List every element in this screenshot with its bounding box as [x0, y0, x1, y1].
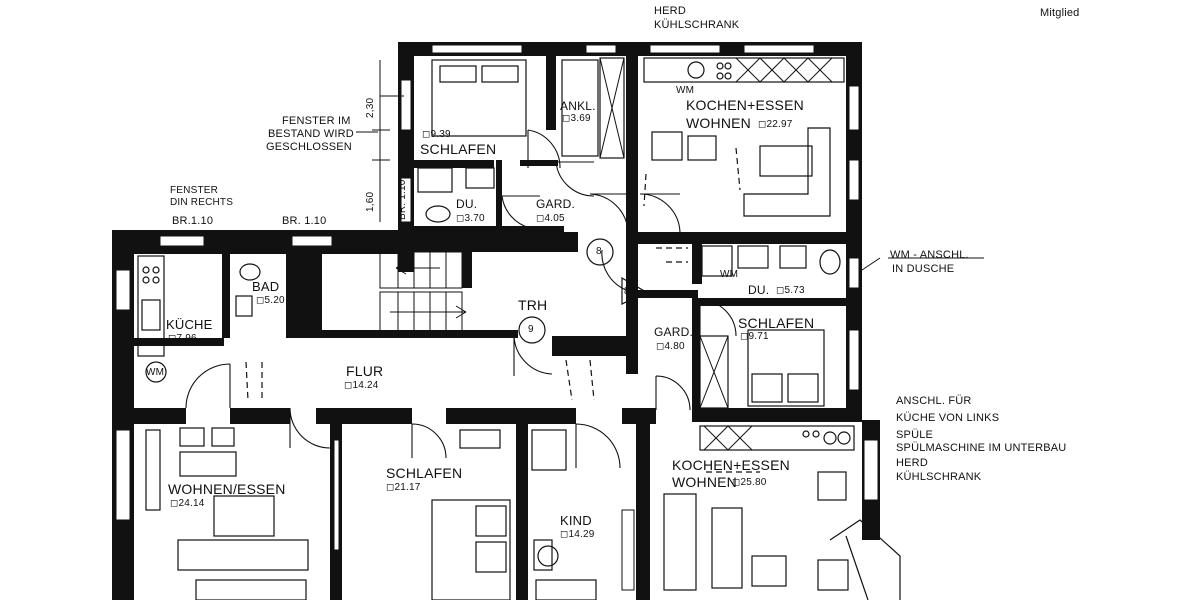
annotation-fenster-din-1: FENSTER	[170, 185, 219, 196]
room-gard-right-name: GARD.	[654, 325, 694, 339]
room-wm-right: WM	[720, 269, 739, 280]
room-kochen-bottom-area: ◻25.80	[732, 477, 767, 488]
annotation-wm-anschl-1: WM - ANSCHL.	[890, 249, 969, 261]
annotation-anschl-6: KÜHLSCHRANK	[896, 471, 982, 483]
room-kind-area: ◻14.29	[560, 529, 595, 540]
room-du-right-area: ◻5.73	[776, 285, 805, 296]
room-kind-name: KIND	[560, 513, 592, 528]
annotation-anschl-1: ANSCHL. FÜR	[896, 395, 972, 407]
annotation-anschl-4: SPÜLMASCHINE IM UNTERBAU	[896, 442, 1067, 454]
room-schlafen-bottom-name: SCHLAFEN	[386, 465, 463, 481]
room-kochen-bottom-line1: KOCHEN+ESSEN	[672, 457, 790, 473]
room-schlafen-right-name: SCHLAFEN	[738, 315, 815, 331]
annotation-anschl-2: KÜCHE VON LINKS	[896, 412, 1000, 424]
room-ankl-area: ◻3.69	[562, 113, 591, 124]
annotation-br-b: BR. 1.10	[282, 215, 327, 227]
room-bad-area: ◻5.20	[256, 295, 285, 306]
room-kueche-name: KÜCHE	[166, 317, 213, 332]
room-gard-top-name: GARD.	[536, 197, 576, 211]
room-schlafen-top-area: ◻9.39	[422, 129, 451, 140]
room-trh-marker-b: 9	[528, 324, 534, 335]
room-schlafen-bottom-area: ◻21.17	[386, 482, 421, 493]
annotation-anschl-3: SPÜLE	[896, 429, 934, 441]
annotation-fenster-3: GESCHLOSSEN	[266, 141, 352, 153]
room-trh-name: TRH	[518, 297, 548, 313]
note-herd: HERD	[654, 5, 686, 17]
annotation-br-a: BR.1.10	[172, 215, 214, 227]
furniture	[137, 57, 901, 600]
note-mitglied: Mitglied	[1040, 7, 1080, 19]
room-ankl-name: ANKL.	[560, 99, 596, 113]
annotation-fenster-1: FENSTER IM	[282, 115, 351, 127]
annotation-wm-anschl-2: IN DUSCHE	[892, 263, 955, 275]
stairs	[379, 251, 467, 333]
room-du-right-name: DU.	[748, 283, 770, 297]
room-kueche-area: ◻7.96	[168, 333, 197, 344]
room-flur-area: ◻14.24	[344, 380, 379, 391]
room-markers	[518, 238, 648, 344]
room-wm-top: WM	[676, 85, 695, 96]
windows	[115, 44, 879, 591]
room-schlafen-top-name: SCHLAFEN	[420, 141, 497, 157]
annotation-fenster-din-2: DIN RECHTS	[170, 197, 234, 208]
dimension-1-60: 1,60	[365, 191, 376, 212]
room-kochen-top-line1: KOCHEN+ESSEN	[686, 97, 804, 113]
room-du-top-area: ◻3.70	[456, 213, 485, 224]
annotation-br-vertical: BR. 1.10	[397, 179, 408, 220]
room-gard-top-area: ◻4.05	[536, 213, 565, 224]
doors	[185, 129, 737, 469]
note-kuehlschrank: KÜHLSCHRANK	[654, 19, 740, 31]
dimension-2-30: 2,30	[365, 97, 376, 118]
room-du-top-name: DU.	[456, 197, 478, 211]
room-wohnen-essen-area: ◻24.14	[170, 498, 205, 509]
room-trh-marker-a: 8	[596, 246, 602, 257]
room-kochen-bottom-line2: WOHNEN	[672, 474, 737, 490]
annotation-anschl-5: HERD	[896, 457, 928, 469]
room-wohnen-essen-name: WOHNEN/ESSEN	[168, 481, 286, 497]
room-gard-right-area: ◻4.80	[656, 341, 685, 352]
room-trh-marker-c: 8A	[624, 286, 637, 297]
room-bad-name: BAD	[252, 279, 280, 294]
room-flur-name: FLUR	[346, 363, 384, 379]
room-kochen-top-line2: WOHNEN	[686, 115, 751, 131]
room-wm-kueche: WM	[146, 367, 165, 378]
room-kochen-top-area: ◻22.97	[758, 119, 793, 130]
annotation-fenster-2: BESTAND WIRD	[268, 128, 354, 140]
room-schlafen-right-area: ◻9.71	[740, 331, 769, 342]
dimension-lines	[356, 60, 984, 271]
